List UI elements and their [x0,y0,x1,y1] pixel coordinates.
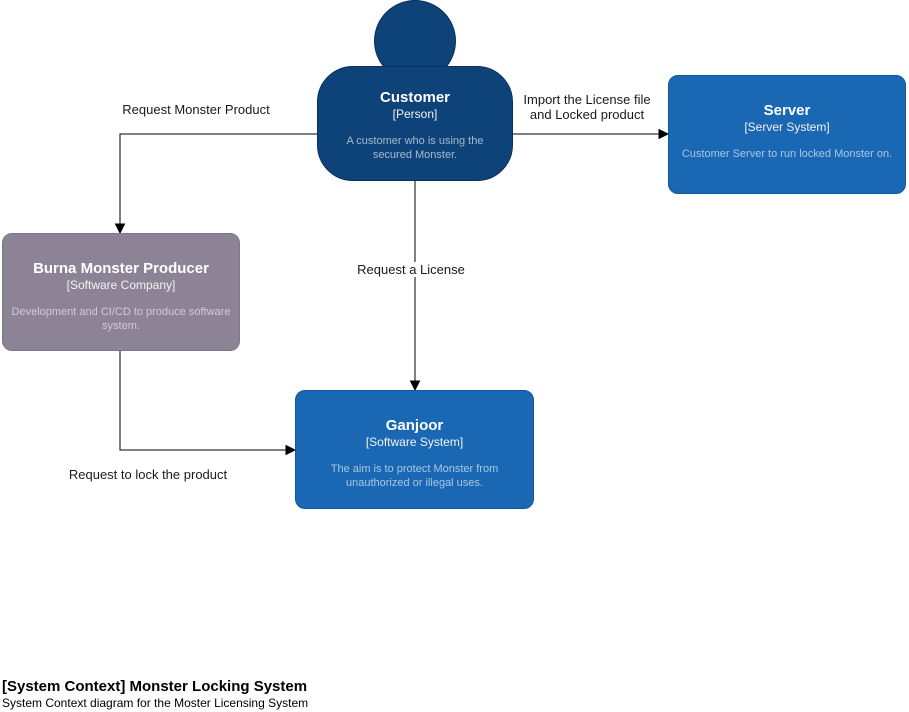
node-server-description: Customer Server to run locked Monster on… [681,148,893,160]
node-burna-body: Burna Monster Producer [Software Company… [2,233,240,351]
diagram-title: [System Context] Monster Locking System [2,678,308,695]
node-ganjoor-type: [Software System] [365,435,464,449]
title-block: [System Context] Monster Locking System … [2,677,308,711]
node-ganjoor-body: Ganjoor [Software System] The aim is to … [295,390,534,509]
edge-customer-to-ganjoor [409,181,421,392]
node-burna-type: [Software Company] [66,278,176,292]
node-server-body: Server [Server System] Customer Server t… [668,75,906,194]
node-burna-monster-producer[interactable]: Burna Monster Producer [Software Company… [2,233,240,351]
node-ganjoor[interactable]: Ganjoor [Software System] The aim is to … [295,390,534,509]
node-burna-description: Development and CI/CD to produce softwar… [11,306,231,332]
edge-label-request-monster-product: Request Monster Product [96,102,296,117]
node-customer-description: A customer who is using the secured Mons… [346,135,484,161]
node-customer[interactable]: Customer [Person] A customer who is usin… [317,66,513,181]
node-ganjoor-description: The aim is to protect Monster from unaut… [330,463,499,489]
edge-label-import-license-line1: Import the License file [523,92,651,107]
diagram-subtitle: System Context diagram for the Moster Li… [2,696,309,710]
node-burna-name: Burna Monster Producer [33,260,209,277]
node-server-name: Server [763,102,811,119]
node-customer-name: Customer [379,89,450,106]
node-customer-type: [Person] [392,107,438,121]
node-customer-body: Customer [Person] A customer who is usin… [317,66,513,181]
node-server[interactable]: Server [Server System] Customer Server t… [668,75,906,194]
edge-label-request-a-license: Request a License [311,262,511,277]
edge-customer-to-burna [114,133,317,235]
edge-label-request-to-lock: Request to lock the product [48,467,248,482]
edge-label-import-license: Import the License file and Locked produ… [487,92,687,122]
node-server-type: [Server System] [744,120,830,134]
node-ganjoor-name: Ganjoor [385,417,444,434]
edge-label-import-license-line2: and Locked product [529,107,645,122]
edge-customer-to-server [513,128,670,140]
edge-burna-to-ganjoor [119,351,297,456]
